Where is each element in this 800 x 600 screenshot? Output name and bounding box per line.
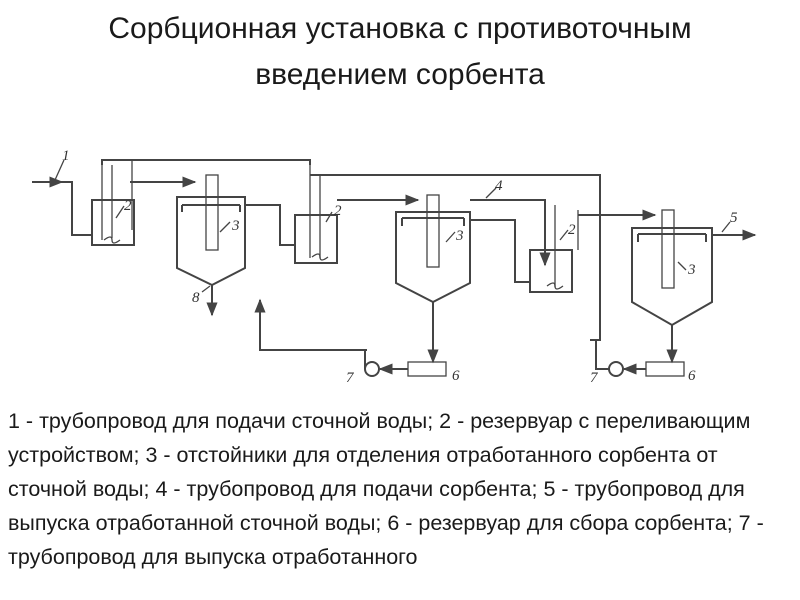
- label-4: 4: [495, 178, 503, 194]
- settler-3a: [176, 196, 246, 287]
- label-2b: 2: [334, 203, 342, 219]
- label-6a: 6: [452, 368, 460, 384]
- label-5: 5: [730, 210, 738, 226]
- settler-3b-tube: [426, 194, 440, 268]
- title-line-1: Сорбционная установка с противоточным: [108, 12, 692, 45]
- leader-8: [201, 285, 211, 293]
- label-1: 1: [62, 148, 70, 164]
- pump-7b: [608, 361, 624, 377]
- settler-3c-cap: [637, 233, 707, 242]
- label-2a: 2: [124, 198, 132, 214]
- settler-3c: [631, 227, 713, 327]
- title-line-2: введением сорбента: [255, 58, 545, 91]
- legend-text: 1 - трубопровод для подачи сточной воды;…: [8, 404, 798, 574]
- settler-3a-cap: [181, 204, 241, 212]
- tank-2a: [91, 199, 135, 246]
- label-3c: 3: [687, 262, 696, 278]
- label-3b: 3: [455, 228, 464, 244]
- legend-paragraph: 1 - трубопровод для подачи сточной воды;…: [8, 409, 764, 569]
- pipe-top-recycle-1: [101, 159, 311, 165]
- pump-7a: [364, 361, 380, 377]
- leader-5: [721, 221, 731, 233]
- stirrer-2a: [103, 236, 121, 244]
- label-7a: 7: [346, 370, 355, 386]
- collector-6a: [407, 361, 447, 377]
- recycle-line-1: [259, 320, 367, 351]
- leader-3b: [445, 231, 456, 243]
- sorbent-inlet-4: [470, 199, 551, 267]
- label-6b: 6: [688, 368, 696, 384]
- pipe-3a-to-2b: [245, 204, 295, 246]
- label-7b: 7: [590, 370, 599, 386]
- pipe-3b-to-2c: [470, 219, 530, 283]
- label-3a: 3: [231, 218, 240, 234]
- collector-6b: [645, 361, 685, 377]
- settler-3b-cap: [401, 217, 465, 226]
- process-diagram: 1 2 3 8 2 3 6 7 4: [32, 148, 757, 386]
- leader-2b: [325, 211, 333, 223]
- slide-title: Сорбционная установка с противоточным вв…: [0, 6, 800, 98]
- leader-1: [54, 159, 65, 181]
- label-8: 8: [192, 290, 200, 306]
- leader-3c: [677, 261, 687, 271]
- settler-3c-tube: [661, 209, 675, 289]
- leader-4: [485, 187, 497, 199]
- settler-3b: [395, 211, 471, 304]
- settler-3a-tube: [205, 174, 219, 251]
- stirrer-2c: [546, 282, 564, 290]
- tank-2c: [529, 249, 573, 293]
- leader-3a: [219, 221, 231, 233]
- stirrer-2b: [311, 253, 329, 261]
- inlet-pipe: [32, 181, 92, 236]
- label-2c: 2: [568, 222, 576, 238]
- tank-2b: [294, 214, 338, 264]
- leader-2c: [559, 229, 569, 241]
- pump-7b-out: [595, 340, 609, 370]
- leader-2a: [115, 205, 125, 219]
